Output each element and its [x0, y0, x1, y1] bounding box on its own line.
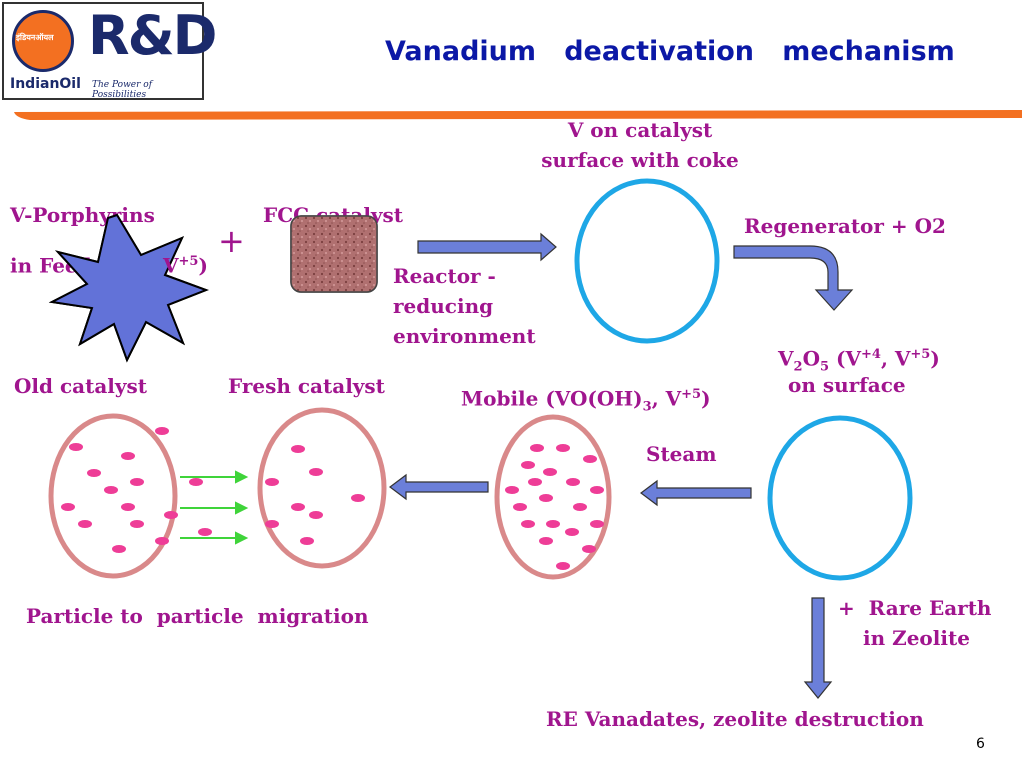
- old-vanadium-dots: [61, 427, 212, 553]
- label-v-on-catalyst-1: V on catalyst: [567, 118, 713, 142]
- plus-sign: +: [218, 222, 245, 260]
- arrow-to-fresh: [389, 473, 489, 501]
- mobile-sup5: +5: [681, 387, 702, 402]
- mobile-text-2: , V: [651, 386, 682, 411]
- label-reactor-2: reducing: [393, 294, 494, 318]
- arrow-regenerator: [733, 245, 854, 311]
- logo-hindi-text: इंडियनऑयल: [16, 33, 54, 42]
- mobile-vanadium-dots: [505, 444, 604, 570]
- label-fcc-catalyst: FCC catalyst: [263, 203, 404, 227]
- porphyrin-star-icon: [48, 213, 209, 363]
- label-regenerator: Regenerator + O2: [744, 214, 946, 238]
- mobile-sub3: 3: [642, 399, 652, 415]
- v2o5-sub5: 5: [820, 359, 830, 375]
- ring-fresh: [257, 407, 387, 569]
- label-v2o5: V2O5 (V+4, V+5): [778, 340, 940, 383]
- label-in-feed-tail-text: V: [163, 253, 179, 278]
- label-rare-earth-2: in Zeolite: [863, 626, 970, 650]
- v2o5-sup4: +4: [861, 347, 881, 362]
- v2o5-o: O: [802, 346, 820, 371]
- logo: इंडियनऑयल R&D IndianOil The Power of Pos…: [2, 2, 217, 100]
- label-in-feed-text: in Feed (V: [10, 253, 124, 278]
- mobile-text-3: ): [701, 386, 711, 411]
- label-old-catalyst: Old catalyst: [14, 374, 148, 398]
- label-migration: Particle to particle migration: [26, 604, 369, 628]
- label-re-vanadates: RE Vanadates, zeolite destruction: [546, 707, 924, 731]
- label-reactor-3: environment: [393, 324, 536, 348]
- label-v-porphyrins: V-Porphyrins: [10, 203, 155, 227]
- indianoil-emblem-icon: [12, 10, 74, 72]
- logo-company: IndianOil: [10, 76, 81, 92]
- page-title: Vanadium deactivation mechanism: [385, 36, 955, 67]
- mobile-text-1: Mobile (VO(OH): [461, 386, 643, 411]
- ring-mobile: [494, 414, 612, 580]
- arrow-steam: [640, 479, 752, 507]
- label-in-feed: in Feed (V+5): [10, 247, 153, 281]
- arrow-down-vanadates: [803, 597, 833, 699]
- v2o5-rest3: ): [930, 346, 940, 371]
- fresh-vanadium-dots: [265, 445, 365, 545]
- label-in-feed-close: ): [143, 253, 154, 278]
- label-in-feed-tail-close: ): [198, 253, 208, 278]
- v2o5-rest2: , V: [880, 346, 911, 371]
- label-mobile: Mobile (VO(OH)3, V+5): [461, 380, 711, 423]
- label-steam: Steam: [646, 442, 717, 466]
- label-in-feed-sup: +5: [123, 254, 144, 269]
- label-in-feed-tail-sup: +5: [178, 254, 199, 269]
- ring-v2o5: [767, 415, 913, 581]
- v2o5-sup5: +5: [910, 347, 931, 362]
- ring-old: [48, 413, 178, 579]
- v2o5-rest1: (V: [829, 346, 861, 371]
- migration-arrows: [180, 470, 249, 545]
- v2o5-v: V: [778, 346, 794, 371]
- v2o5-sub2: 2: [793, 359, 803, 375]
- label-fresh-catalyst: Fresh catalyst: [228, 374, 385, 398]
- logo-tagline: The Power of Possibilities: [92, 80, 153, 100]
- label-in-feed-tail: V+5): [163, 247, 208, 281]
- label-reactor-1: Reactor -: [393, 264, 496, 288]
- logo-brand-text: R&D: [88, 4, 217, 67]
- header-divider: [14, 110, 1022, 120]
- label-v-on-catalyst-2: surface with coke: [541, 148, 739, 172]
- page-number: 6: [976, 736, 985, 752]
- arrow-to-reactor: [417, 232, 557, 262]
- label-on-surface: on surface: [788, 373, 906, 397]
- ring-coke: [574, 178, 720, 344]
- label-rare-earth-1: + Rare Earth: [838, 596, 992, 620]
